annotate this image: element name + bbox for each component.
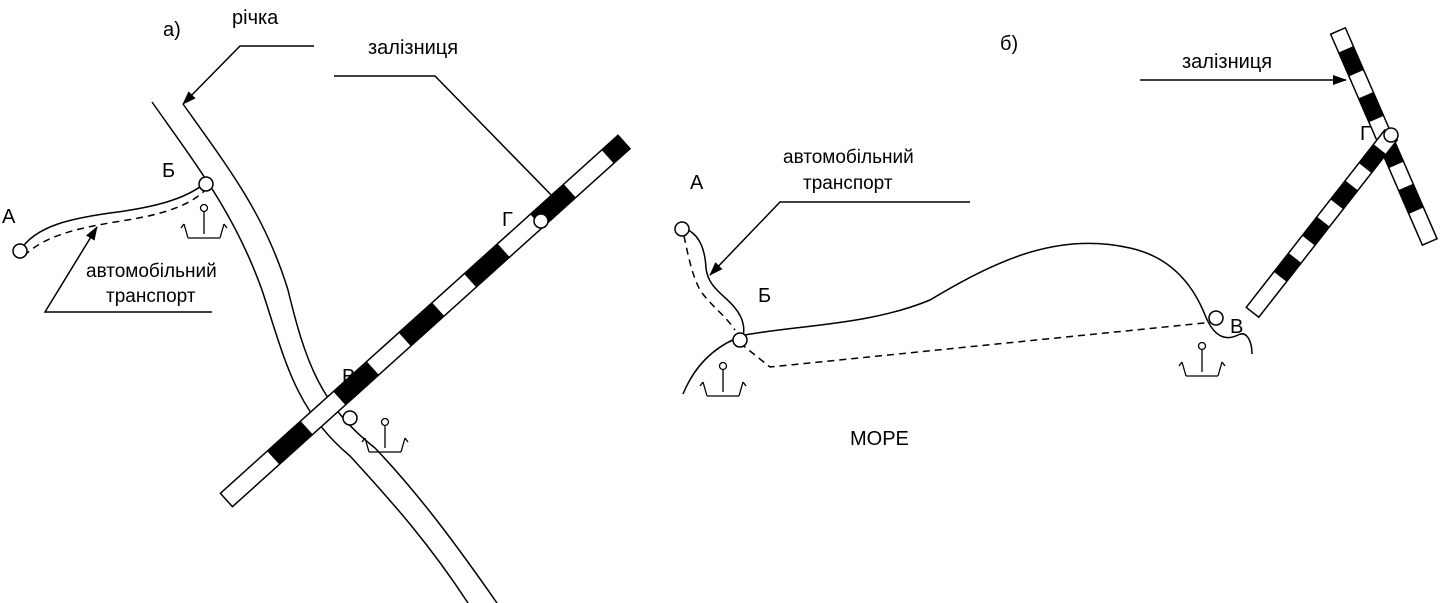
panel-a: а) річка залізниця автомобільний транспо…	[2, 7, 632, 603]
label-a-g: Г	[502, 209, 513, 231]
river-label: річка	[232, 7, 279, 29]
road-leader-arrow-b	[709, 201, 970, 276]
panel-a-tag: а)	[163, 19, 181, 41]
railway-b-branch	[1245, 129, 1399, 319]
anchor-icon	[1178, 341, 1226, 377]
panel-b-tag: б)	[1000, 33, 1018, 55]
anchor-icon	[180, 203, 228, 239]
anchor-icon	[361, 417, 409, 453]
river-leader-arrow	[182, 45, 314, 105]
coastline	[682, 242, 1253, 395]
node-b-v	[1208, 310, 1224, 326]
river-right-bank	[182, 103, 498, 603]
label-b-b: Б	[758, 285, 771, 307]
label-b-g: Г	[1360, 123, 1371, 145]
anchor-icon	[699, 361, 747, 397]
road-b	[681, 227, 745, 339]
road-leader-arrow-a	[43, 226, 212, 313]
node-b-g	[1383, 127, 1399, 143]
node-a-a	[12, 243, 28, 259]
label-b-v: В	[1230, 316, 1243, 338]
label-a-b: Б	[162, 160, 175, 182]
panel-b: б) автомобільний транспорт залізниця	[674, 26, 1439, 450]
node-a-g	[533, 213, 549, 229]
railway-a	[219, 134, 632, 508]
road-label-b-line1: автомобільний	[783, 147, 914, 168]
rail-label-a: залізниця	[368, 37, 458, 59]
road-a	[19, 182, 206, 252]
road-b-dashed	[683, 235, 736, 331]
sea-route	[739, 321, 1215, 368]
road-label-b-line2: транспорт	[803, 173, 893, 194]
node-b-a	[674, 221, 690, 237]
label-a-v: В	[342, 366, 355, 388]
road-label-a-line2: транспорт	[106, 286, 196, 307]
node-a-v	[342, 410, 358, 426]
rail-label-b: залізниця	[1182, 51, 1272, 73]
sea-label: МОРЕ	[850, 428, 909, 450]
rail-leader-arrow-a	[334, 75, 561, 205]
label-b-a: А	[690, 172, 704, 194]
river-left-bank	[151, 101, 469, 603]
road-label-a-line1: автомобільний	[86, 261, 217, 282]
label-a-a: А	[2, 206, 16, 228]
node-b-b	[732, 332, 748, 348]
node-a-b	[198, 176, 214, 192]
river	[151, 101, 498, 603]
road-a-dashed	[23, 186, 209, 257]
